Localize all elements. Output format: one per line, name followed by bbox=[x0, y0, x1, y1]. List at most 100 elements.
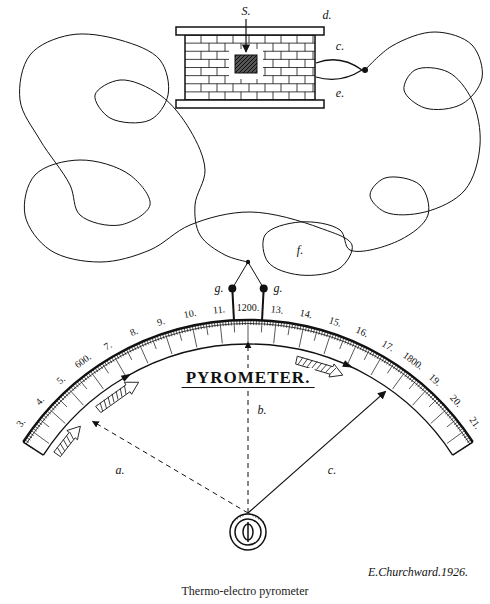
scale-tick bbox=[264, 321, 265, 326]
scale-tick bbox=[208, 323, 210, 328]
scale-tick bbox=[222, 321, 223, 326]
scale-tick bbox=[297, 325, 299, 330]
scale-tick bbox=[124, 350, 126, 354]
scale-number: 8. bbox=[129, 326, 140, 338]
pointer-line bbox=[93, 421, 248, 513]
scale-tick bbox=[382, 357, 385, 361]
scale-tick bbox=[291, 324, 293, 329]
brick-joint bbox=[313, 51, 314, 59]
scale-tick bbox=[220, 321, 222, 343]
dial-title: PYROMETER. bbox=[182, 368, 315, 388]
brick-joint bbox=[217, 35, 218, 43]
scale-tick bbox=[387, 360, 390, 364]
scale-number: 9. bbox=[156, 316, 166, 328]
scale-tick bbox=[364, 349, 369, 360]
scale-tick bbox=[79, 380, 87, 389]
brick-joint bbox=[225, 92, 226, 100]
brick-joint bbox=[225, 43, 226, 51]
terminal-post bbox=[262, 288, 264, 320]
scale-tick bbox=[299, 325, 301, 330]
scale-tick bbox=[33, 428, 37, 431]
scale-tick bbox=[357, 344, 359, 349]
scale-tick bbox=[47, 411, 51, 414]
hatched-arrow bbox=[54, 426, 81, 457]
brick-joint bbox=[281, 35, 282, 43]
scale-tick bbox=[23, 442, 33, 449]
pointer-fan bbox=[240, 513, 248, 516]
scale-tick bbox=[407, 375, 410, 379]
brick-joint bbox=[201, 84, 202, 92]
hatch-stroke bbox=[330, 368, 336, 374]
scale-tick bbox=[57, 400, 61, 403]
generated-drawing bbox=[20, 32, 483, 522]
pivot-inner bbox=[235, 519, 261, 545]
hatch-stroke bbox=[60, 443, 64, 450]
brick-courses bbox=[185, 35, 315, 100]
scale-number: 1800. bbox=[401, 351, 425, 372]
scale-tick bbox=[267, 321, 268, 326]
scale-tick bbox=[324, 331, 325, 336]
scale-tick bbox=[431, 409, 447, 424]
brick-joint bbox=[185, 91, 315, 92]
scale-tick bbox=[53, 405, 57, 408]
scale-tick bbox=[422, 387, 425, 391]
scale-tick bbox=[308, 327, 309, 332]
scale-tick bbox=[426, 391, 429, 395]
scale-end-cap bbox=[23, 442, 43, 455]
callout-letter: b. bbox=[258, 404, 267, 416]
hatch-stroke bbox=[57, 447, 62, 454]
brick-joint bbox=[305, 92, 306, 100]
brick-joint bbox=[289, 43, 290, 51]
brick-joint bbox=[225, 59, 226, 67]
scale-tick bbox=[63, 395, 66, 399]
lead-wire bbox=[232, 262, 248, 288]
brick-joint bbox=[281, 84, 282, 92]
scale-tick bbox=[409, 380, 417, 389]
scale-tick bbox=[45, 413, 49, 416]
scale-tick bbox=[283, 322, 285, 327]
brick-joint bbox=[249, 35, 250, 43]
scale-tick bbox=[451, 417, 455, 420]
scale-outer-line bbox=[23, 320, 473, 442]
hatch-stroke bbox=[303, 359, 308, 366]
scale-tick bbox=[203, 324, 205, 329]
scale-tick bbox=[190, 326, 191, 331]
furnace-chamber bbox=[229, 49, 263, 79]
brick-joint bbox=[201, 68, 202, 76]
scale-tick bbox=[126, 349, 131, 360]
scale-tick bbox=[334, 335, 336, 340]
brick-joint bbox=[209, 76, 210, 84]
scale-tick bbox=[286, 323, 288, 328]
scale-tick bbox=[36, 424, 40, 427]
hatch-stroke bbox=[66, 436, 70, 444]
scale-tick bbox=[129, 348, 131, 352]
scale-tick bbox=[86, 375, 89, 379]
scale-tick bbox=[398, 368, 401, 372]
scale-tick bbox=[152, 338, 156, 349]
callout-letter: g. bbox=[274, 282, 283, 294]
scale-number: 15. bbox=[327, 315, 342, 328]
brick-joint bbox=[281, 68, 282, 76]
hatch-stroke bbox=[298, 357, 303, 364]
scale-tick bbox=[438, 403, 442, 406]
hatch-stroke bbox=[104, 400, 106, 408]
signature: E.Churchward.1926. bbox=[368, 566, 468, 578]
scale-tick bbox=[90, 371, 103, 389]
scale-tick bbox=[327, 332, 328, 337]
scale-number: 600. bbox=[73, 352, 93, 370]
scale-tick bbox=[163, 334, 165, 339]
scale-tick bbox=[345, 339, 347, 344]
scale-tick bbox=[30, 433, 34, 436]
scale-tick bbox=[102, 363, 109, 373]
pointer-line bbox=[248, 391, 386, 513]
scale-tick bbox=[259, 320, 260, 325]
figure-caption: Thermo-electro pyrometer bbox=[182, 585, 309, 597]
furnace-top-slab bbox=[176, 27, 324, 35]
scale-tick bbox=[69, 389, 84, 405]
scale-tick bbox=[51, 407, 55, 410]
scale-tick bbox=[242, 320, 243, 325]
hatch-stroke bbox=[316, 363, 322, 370]
scale-tick bbox=[88, 373, 91, 377]
scale-tick bbox=[445, 411, 449, 414]
scale-tick bbox=[71, 387, 74, 391]
